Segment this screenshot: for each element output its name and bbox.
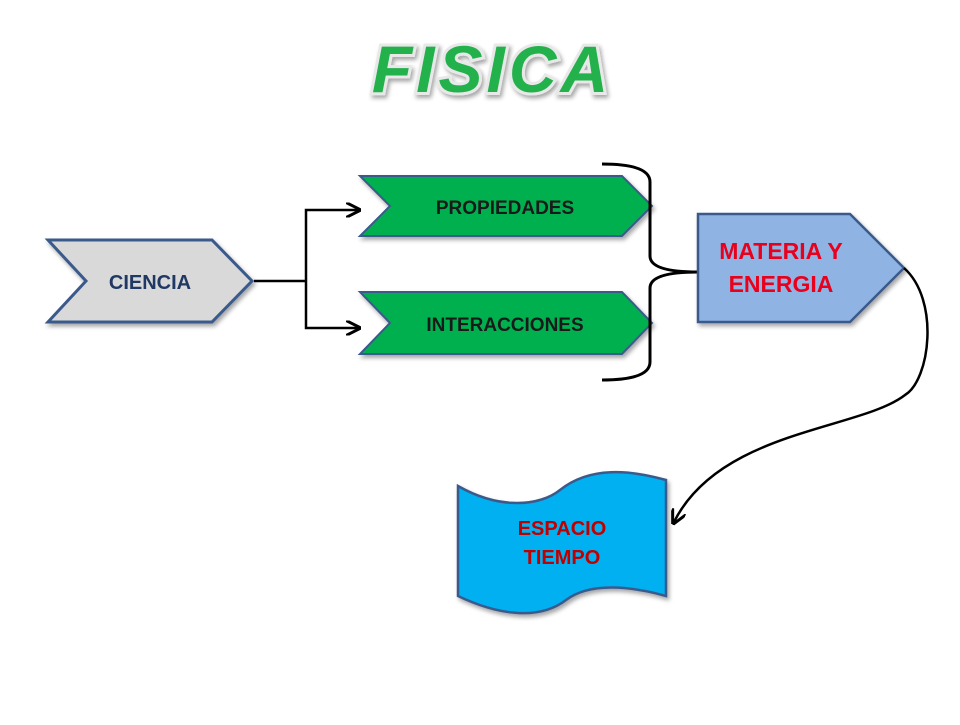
ciencia-node: CIENCIA <box>44 238 255 324</box>
ciencia-shape <box>44 238 255 324</box>
branch-connector <box>254 210 358 328</box>
curved-arrow <box>674 267 929 522</box>
materia-label-line1: MATERIA Y <box>719 238 843 264</box>
materia-label-line2: ENERGIA <box>729 271 834 297</box>
branch-down-arrow <box>304 281 358 328</box>
espacio-label-line2: TIEMPO <box>524 547 601 569</box>
ciencia-label: CIENCIA <box>109 272 191 294</box>
espacio-tiempo-node: ESPACIO TIEMPO <box>456 470 668 615</box>
page-title: FISICA <box>372 32 612 106</box>
interacciones-node: INTERACCIONES <box>357 291 654 355</box>
propiedades-label: PROPIEDADES <box>436 198 574 219</box>
materia-energia-shape <box>696 212 906 324</box>
espacio-label-line1: ESPACIO <box>518 518 607 540</box>
interacciones-shape <box>357 291 654 355</box>
propiedades-node: PROPIEDADES <box>357 175 654 237</box>
espacio-tiempo-shape <box>456 470 668 615</box>
interacciones-label: INTERACCIONES <box>426 315 583 336</box>
branch-up-arrow <box>304 210 358 281</box>
propiedades-shape <box>357 175 654 237</box>
materia-energia-node: MATERIA Y ENERGIA <box>696 212 906 324</box>
